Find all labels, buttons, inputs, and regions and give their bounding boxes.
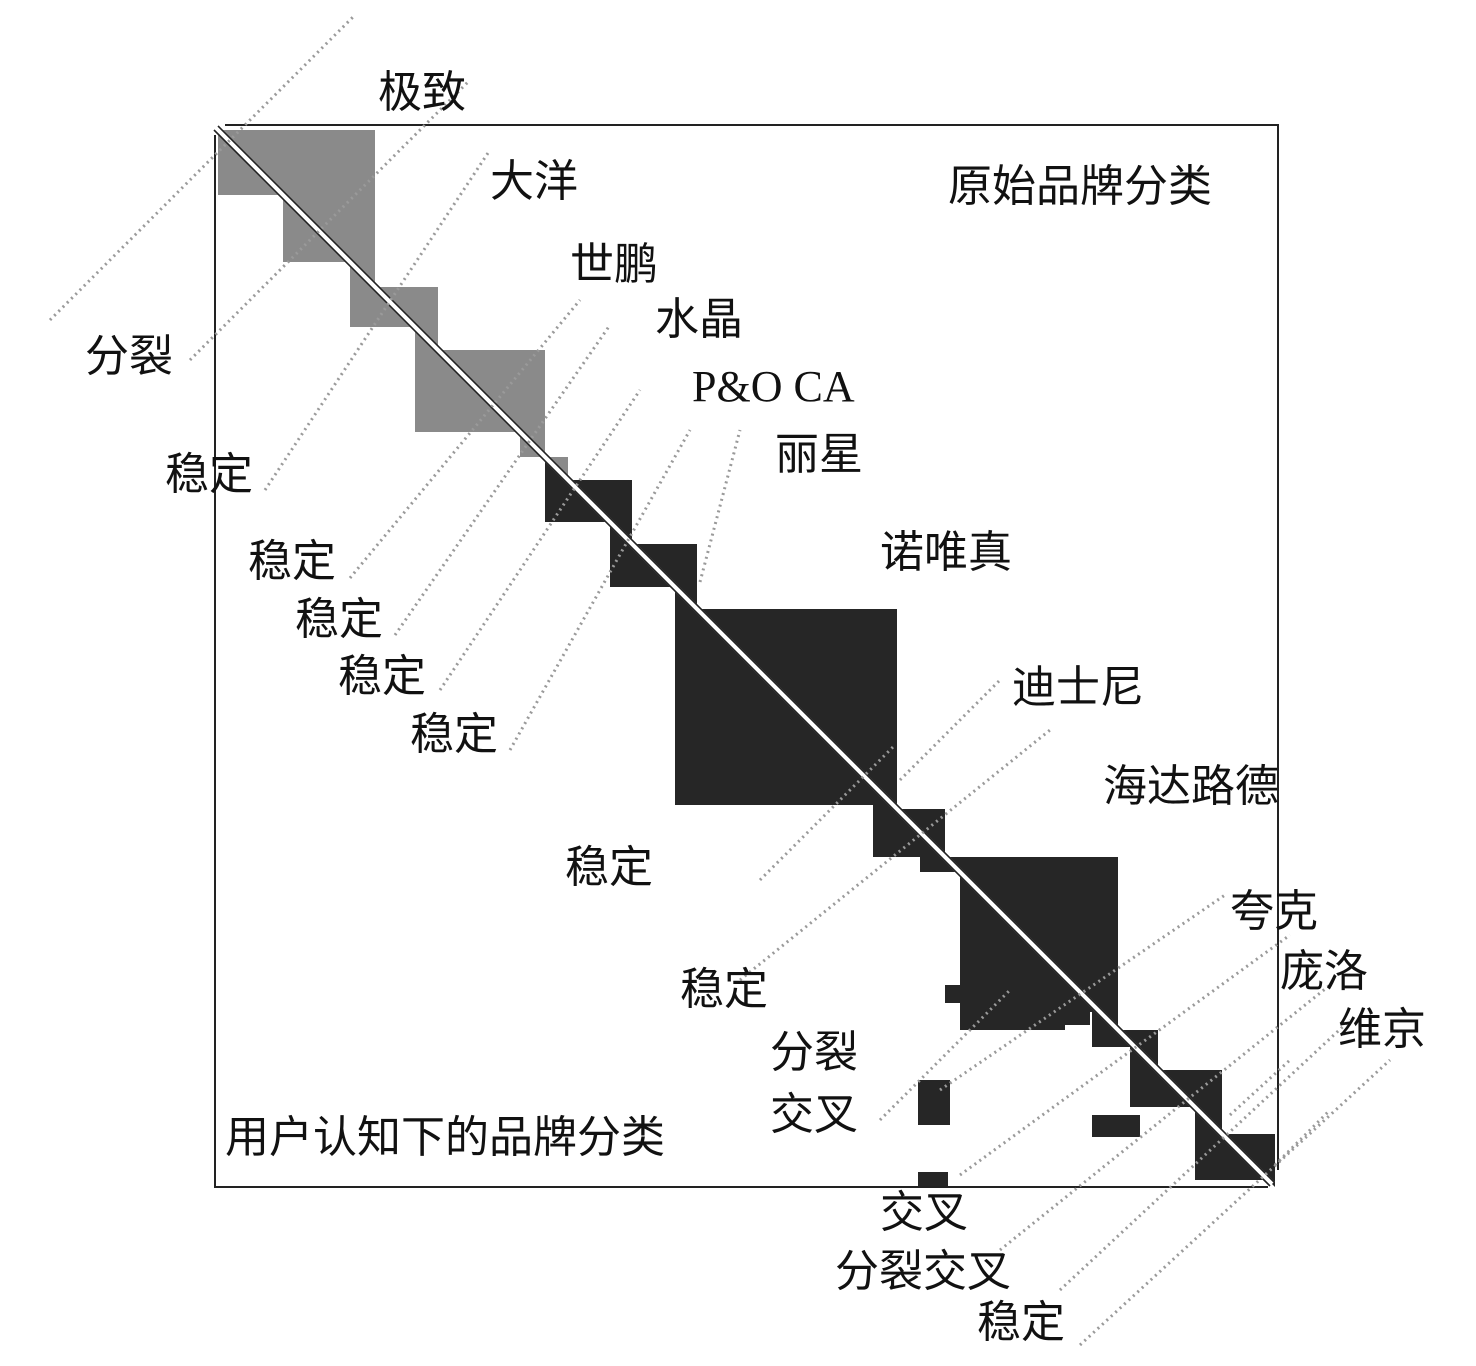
- lower-frame: [214, 135, 1268, 1188]
- cross-block: [945, 985, 960, 1003]
- relation-label: 稳定: [248, 537, 336, 586]
- relation-label: 分裂交叉: [835, 1247, 1011, 1296]
- leader-dotted-line: [1058, 1018, 1352, 1292]
- relation-label: 分裂: [770, 1028, 858, 1077]
- brand-label: 极致: [378, 68, 466, 117]
- leader-dotted-line: [758, 743, 897, 882]
- brand-label: 大洋: [490, 157, 578, 206]
- upper-title: 原始品牌分类: [948, 162, 1212, 211]
- leader-dotted-line: [698, 429, 742, 583]
- brand-label: 迪士尼: [1012, 663, 1144, 712]
- diagonal-line: [217, 125, 1275, 1183]
- relation-label: 稳定: [165, 450, 253, 499]
- relation-label: 稳定: [680, 965, 768, 1014]
- relation-label: 稳定: [338, 652, 426, 701]
- brand-label: 丽星: [775, 430, 863, 479]
- leader-dotted-line: [999, 983, 1331, 1252]
- cross-block: [918, 1172, 948, 1187]
- leader-dotted-line: [1273, 1108, 1332, 1167]
- relation-label: 交叉: [770, 1090, 858, 1139]
- brand-label: 维京: [1338, 1005, 1426, 1054]
- leader-dotted-line: [508, 429, 692, 751]
- upper-frame: [225, 124, 1279, 1170]
- leader-dotted-line: [348, 299, 582, 579]
- relation-label: 稳定: [410, 710, 498, 759]
- brand-label: 诺唯真: [880, 528, 1012, 577]
- leader-dotted-line: [1228, 1058, 1292, 1117]
- brand-label: 水晶: [655, 295, 743, 344]
- brand-label: P&O CA: [692, 362, 855, 411]
- leader-dotted-line: [898, 678, 1002, 782]
- cross-block: [1092, 1115, 1140, 1137]
- diagonal-line: [213, 129, 1271, 1187]
- cross-block: [918, 1080, 950, 1125]
- leader-dotted-line: [438, 389, 642, 691]
- brand-label: 世鹏: [570, 240, 658, 289]
- brand-label: 庞洛: [1280, 947, 1368, 996]
- relation-label: 分裂: [85, 332, 173, 381]
- brand-label: 夸克: [1230, 887, 1318, 936]
- relation-label: 稳定: [295, 595, 383, 644]
- brand-label: 海达路德: [1103, 762, 1279, 811]
- relation-label: 稳定: [977, 1298, 1065, 1347]
- leader-dotted-line: [959, 933, 1291, 1177]
- leader-dotted-line: [878, 988, 1012, 1122]
- relation-label: 交叉: [880, 1188, 968, 1237]
- cross-block: [960, 995, 1065, 1030]
- lower-title: 用户认知下的品牌分类: [225, 1113, 665, 1162]
- relation-label: 稳定: [565, 843, 653, 892]
- leader-dotted-line: [1078, 1058, 1392, 1347]
- leader-dotted-line: [739, 728, 1051, 982]
- leader-dotted-line: [263, 149, 492, 491]
- diagonal-gap: [213, 125, 1275, 1187]
